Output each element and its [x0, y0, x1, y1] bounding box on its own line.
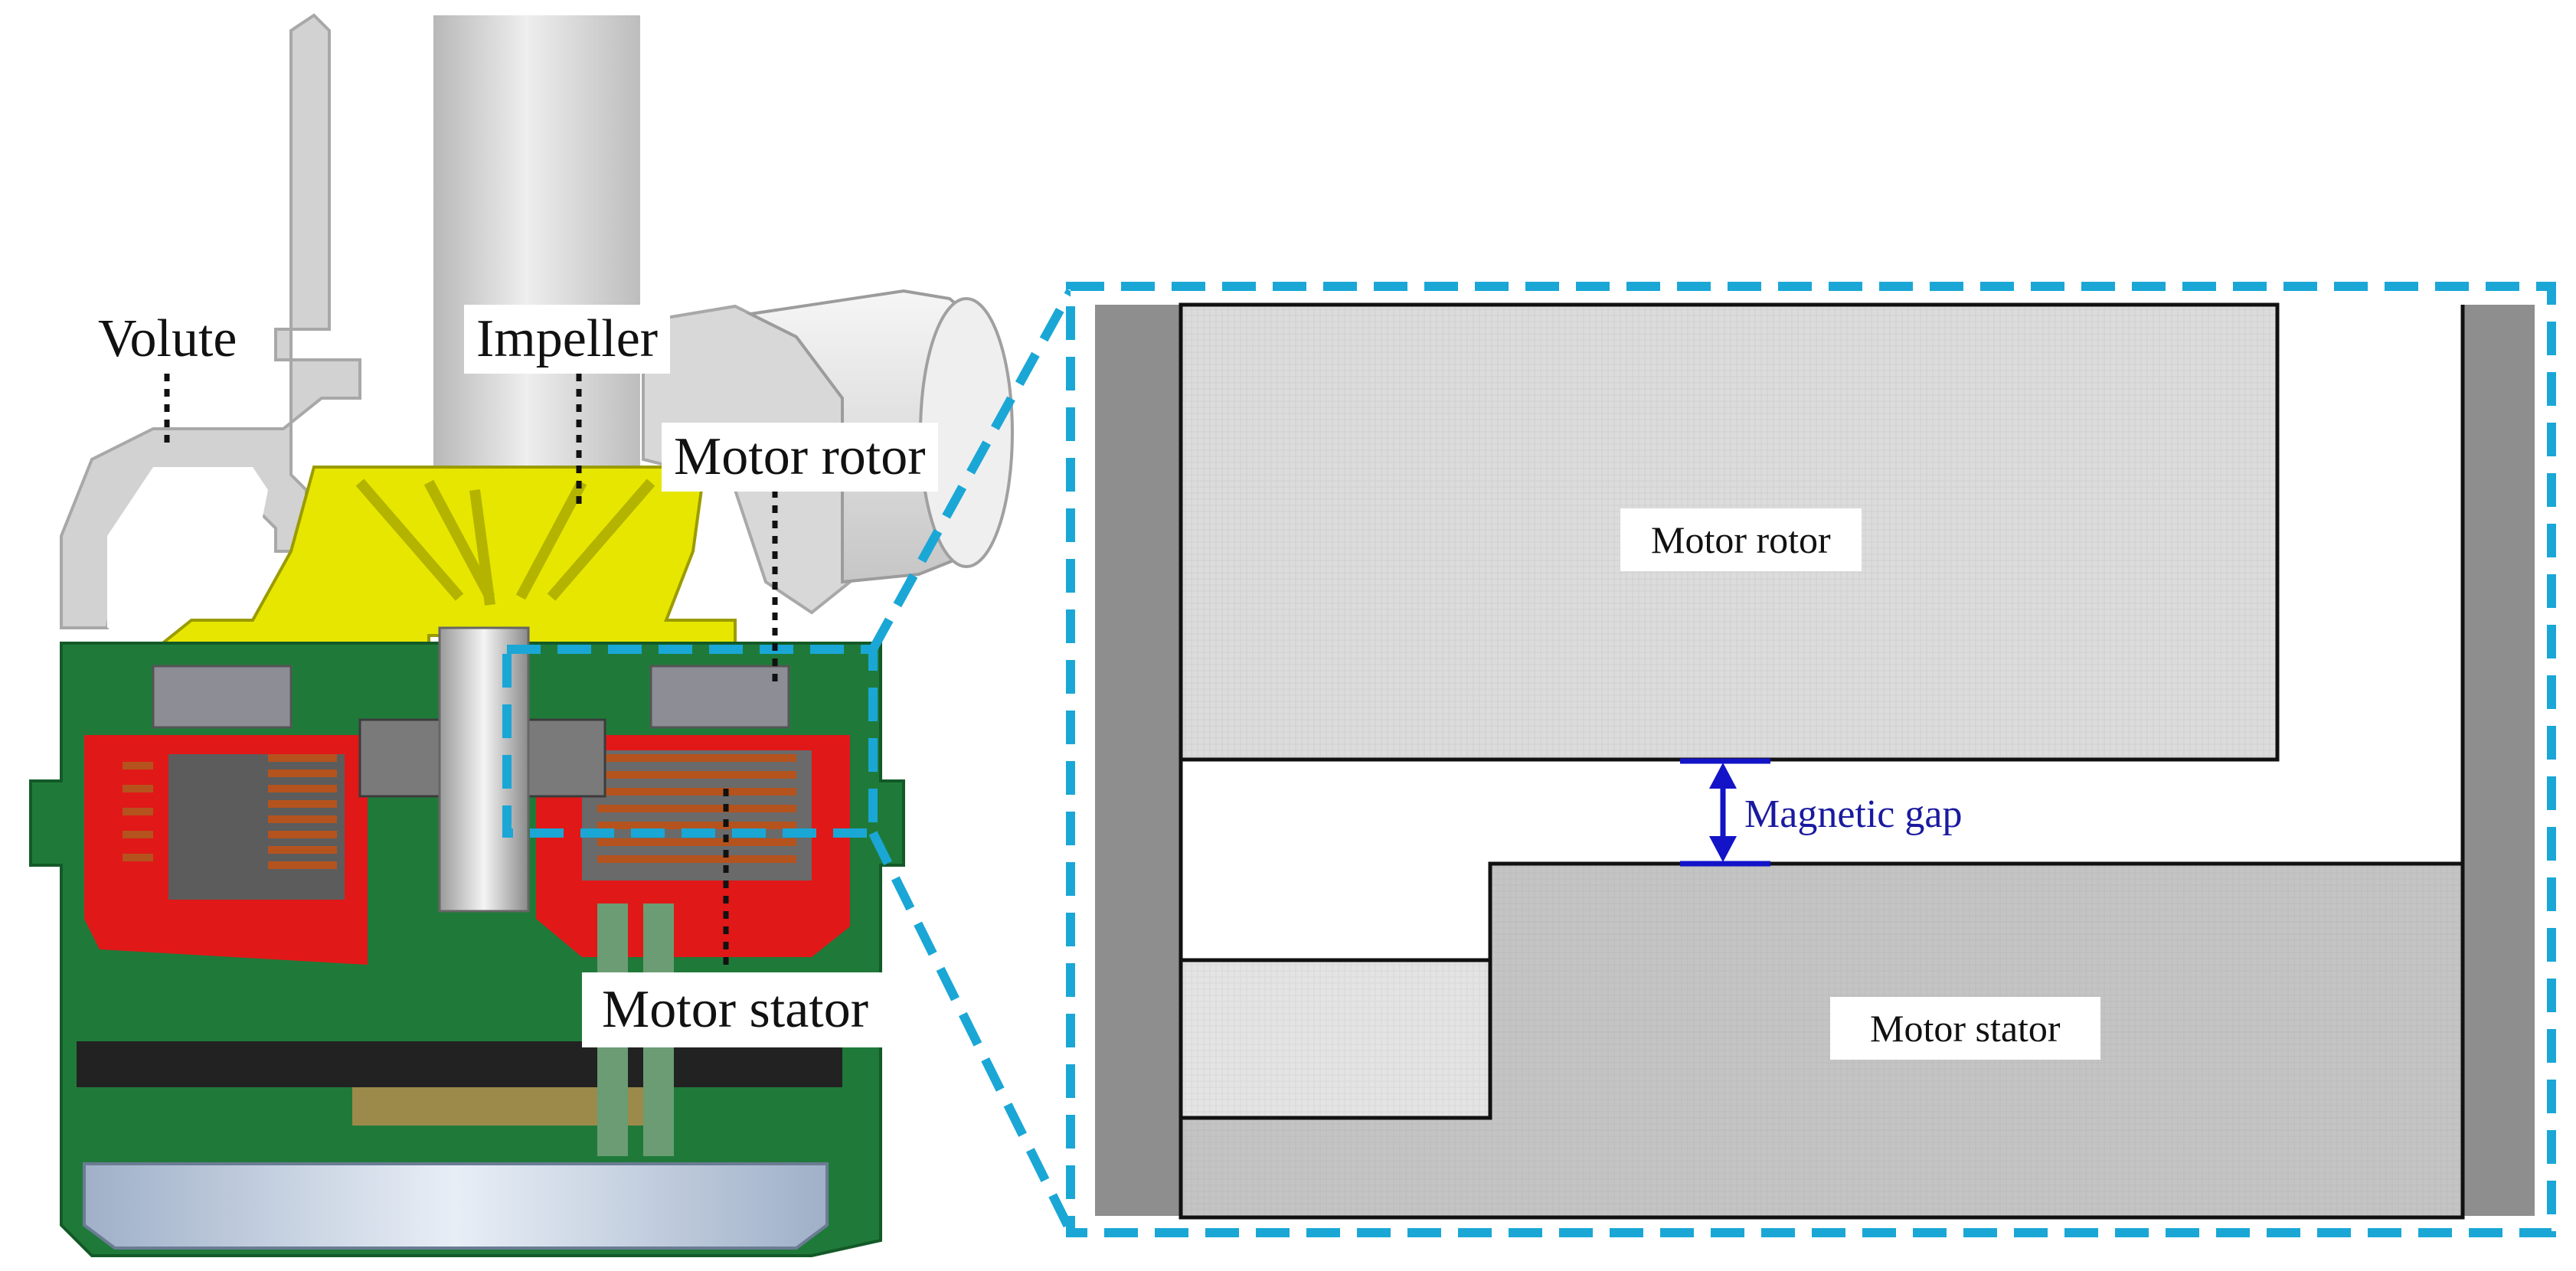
- circuit-board: [77, 1041, 842, 1087]
- rotor-magnet-left: [152, 665, 293, 729]
- pump-cross-section: [29, 13, 1014, 1257]
- bearing-right: [519, 718, 606, 798]
- zoom-label-magnetic-gap: Magnetic gap: [1744, 792, 1963, 836]
- callout-box: [502, 645, 878, 838]
- zoom-stator-step: [1178, 958, 1492, 1120]
- zoom-label-motor-rotor: Motor rotor: [1620, 508, 1862, 571]
- label-volute: Volute: [86, 305, 250, 374]
- zoom-connectors: [868, 289, 1075, 1233]
- label-motor-stator: Motor stator: [582, 972, 889, 1047]
- zoom-housing-left: [1095, 305, 1179, 1216]
- zoom-housing-right: [2464, 305, 2535, 1216]
- leader-lines: [164, 374, 778, 972]
- volute-cavity: [107, 467, 268, 628]
- motor-shaft: [438, 626, 530, 913]
- volute-housing: [60, 13, 361, 629]
- magnetic-gap-arrow: [1680, 758, 1770, 867]
- bearing-left: [358, 718, 446, 798]
- coil-left: [123, 754, 337, 869]
- base-plate: [83, 1162, 829, 1250]
- rotor-magnet-right: [649, 665, 790, 729]
- label-impeller: Impeller: [464, 305, 671, 374]
- inlet-pipe: [433, 15, 640, 490]
- stator-core-left: [168, 754, 345, 900]
- impeller-blades: [355, 479, 655, 606]
- coil-right: [597, 754, 796, 863]
- label-motor-rotor: Motor rotor: [662, 423, 938, 492]
- zoom-view: [1066, 282, 2556, 1237]
- zoom-label-motor-stator: Motor stator: [1830, 997, 2100, 1060]
